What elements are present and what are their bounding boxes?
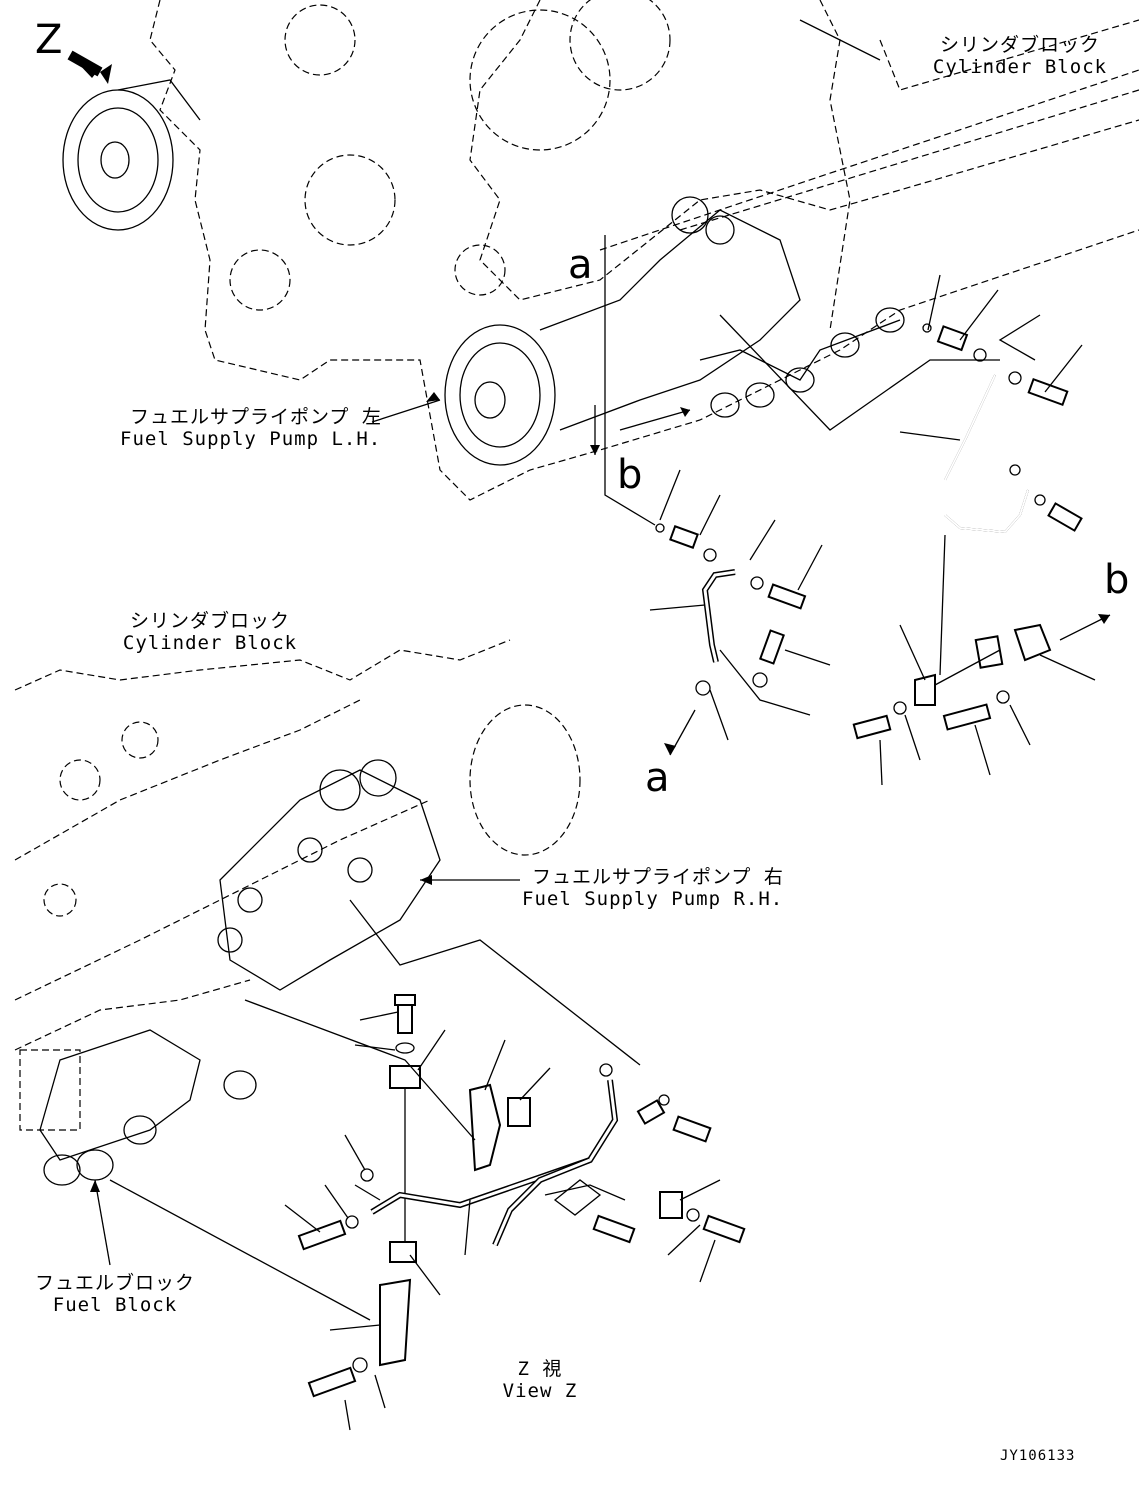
label-cylinder-block-top-en: Cylinder Block [932, 56, 1108, 78]
label-view-z-en: View Z [502, 1380, 578, 1402]
leader-lines [94, 19, 1111, 1431]
label-fuel-supply-pump-rh-en: Fuel Supply Pump R.H. [522, 888, 784, 910]
arrows [67, 50, 1110, 1192]
label-fuel-supply-pump-rh-jp: フュエルサプライポンプ 右 [532, 866, 784, 888]
upper-fuel-tube [922, 323, 1083, 534]
label-fuel-supply-pump-lh: フュエルサプライポンプ 左 Fuel Supply Pump L.H. [120, 406, 382, 450]
view-z-marker: Z [35, 17, 63, 63]
ref-mark-b-right: b [1104, 557, 1130, 603]
label-fuel-block: フュエルブロック Fuel Block [30, 1272, 200, 1316]
front-pulley [62, 79, 201, 231]
ref-mark-a-top: a [568, 242, 593, 288]
ref-mark-b-mid: b [617, 452, 643, 498]
label-fuel-supply-pump-lh-en: Fuel Supply Pump L.H. [120, 428, 382, 450]
upper-bracket-cluster [852, 623, 1052, 740]
label-fuel-block-en: Fuel Block [52, 1294, 178, 1316]
label-cylinder-block-mid: シリンダブロック Cylinder Block [110, 610, 310, 654]
document-id: JY106133 [1000, 1448, 1076, 1464]
label-fuel-block-jp: フュエルブロック [34, 1272, 195, 1294]
label-cylinder-block-mid-jp: シリンダブロック [129, 610, 290, 632]
lower-parts-cluster [297, 994, 746, 1398]
label-view-z: Z 視 View Z [480, 1358, 600, 1402]
label-view-z-jp: Z 視 [517, 1358, 563, 1380]
lower-cylinder-block [14, 639, 581, 1131]
fuel-supply-pump-rh [217, 759, 441, 991]
label-cylinder-block-top-jp: シリンダブロック [939, 34, 1100, 56]
fuel-block [39, 1029, 257, 1186]
fuel-supply-pump-lh [444, 196, 905, 466]
label-cylinder-block-mid-en: Cylinder Block [122, 632, 298, 654]
label-cylinder-block-top: シリンダブロック Cylinder Block [920, 34, 1120, 78]
ref-mark-a-lower: a [645, 755, 670, 801]
label-fuel-supply-pump-rh: フュエルサプライポンプ 右 Fuel Supply Pump R.H. [522, 866, 784, 910]
upper-cylinder-block [149, 0, 1139, 501]
middle-fuel-tube [655, 523, 807, 696]
label-fuel-supply-pump-lh-jp: フュエルサプライポンプ 左 [130, 406, 382, 428]
